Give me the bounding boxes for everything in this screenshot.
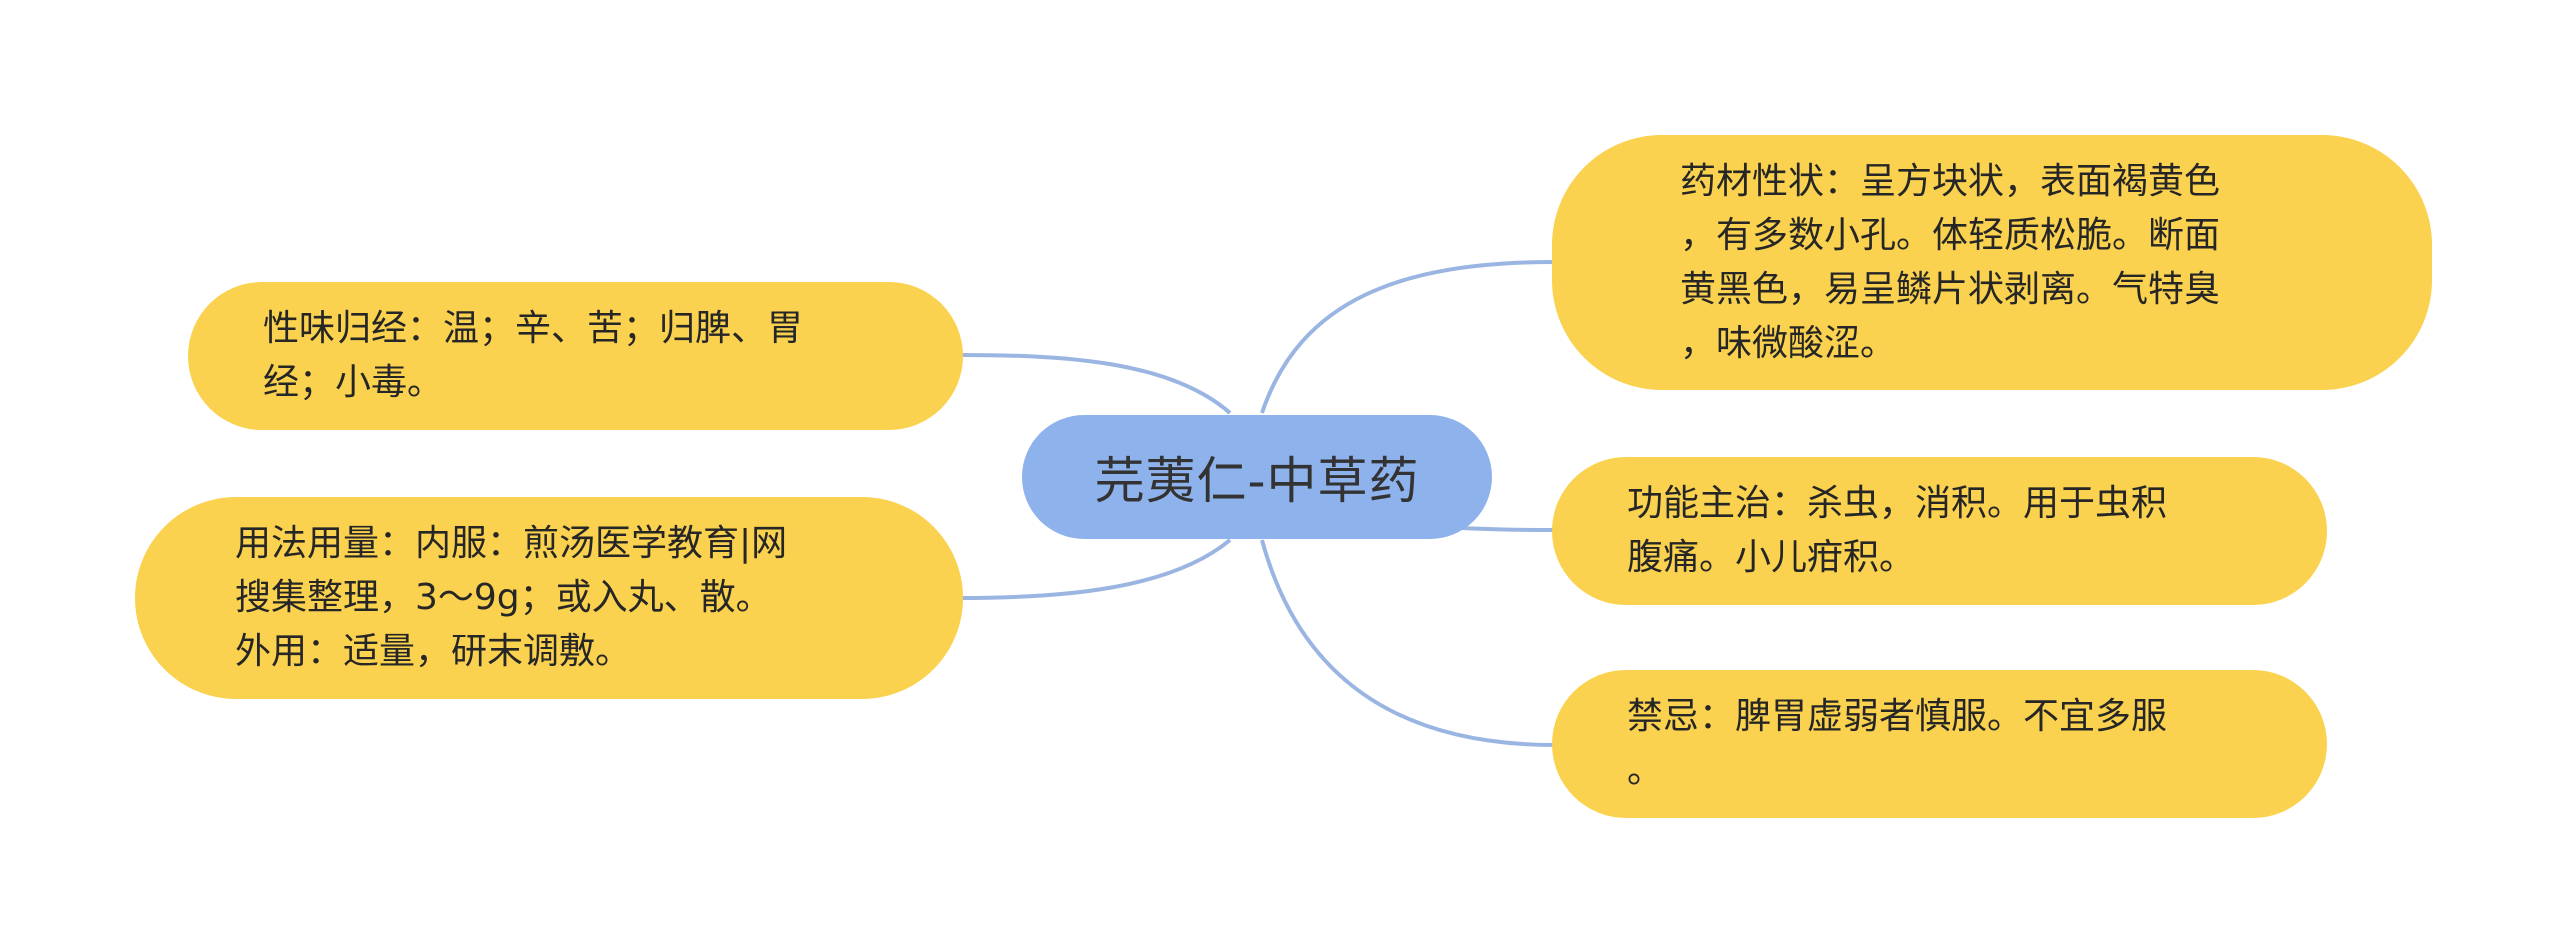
- branch-yongfa[interactable]: 用法用量：内服：煎汤医学教育|网 搜集整理，3～9g；或入丸、散。 外用：适量，…: [135, 497, 963, 699]
- connector-yongfa: [959, 538, 1232, 600]
- connector-gongneng: [1461, 526, 1556, 532]
- branch-gongneng[interactable]: 功能主治：杀虫，消积。用于虫积 腹痛。小儿疳积。: [1552, 457, 2327, 605]
- central-topic[interactable]: 芫荑仁-中草药: [1022, 415, 1492, 539]
- branch-jinji[interactable]: 禁忌：脾胃虚弱者慎服。不宜多服 。: [1552, 670, 2327, 818]
- branch-gongneng-text: 功能主治：杀虫，消积。用于虫积 腹痛。小儿疳积。: [1627, 483, 2168, 578]
- central-topic-label: 芫荑仁-中草药: [1094, 452, 1420, 510]
- branch-xingwei-text: 性味归经：温；辛、苦；归脾、胃 经；小毒。: [263, 308, 804, 403]
- branch-xingzhuang[interactable]: 药材性状：呈方块状，表面褐黄色 ，有多数小孔。体轻质松脆。断面 黄黑色，易呈鳞片…: [1552, 135, 2432, 390]
- branch-xingzhuang-text: 药材性状：呈方块状，表面褐黄色 ，有多数小孔。体轻质松脆。断面 黄黑色，易呈鳞片…: [1680, 160, 2221, 364]
- branch-jinji-text: 禁忌：脾胃虚弱者慎服。不宜多服 。: [1627, 696, 2168, 791]
- connector-jinji: [1260, 539, 1556, 747]
- branch-xingwei[interactable]: 性味归经：温；辛、苦；归脾、胃 经；小毒。: [188, 282, 963, 430]
- connector-xingwei: [959, 353, 1232, 415]
- connector-xingzhuang: [1260, 260, 1556, 414]
- branch-yongfa-text: 用法用量：内服：煎汤医学教育|网 搜集整理，3～9g；或入丸、散。 外用：适量，…: [235, 523, 788, 672]
